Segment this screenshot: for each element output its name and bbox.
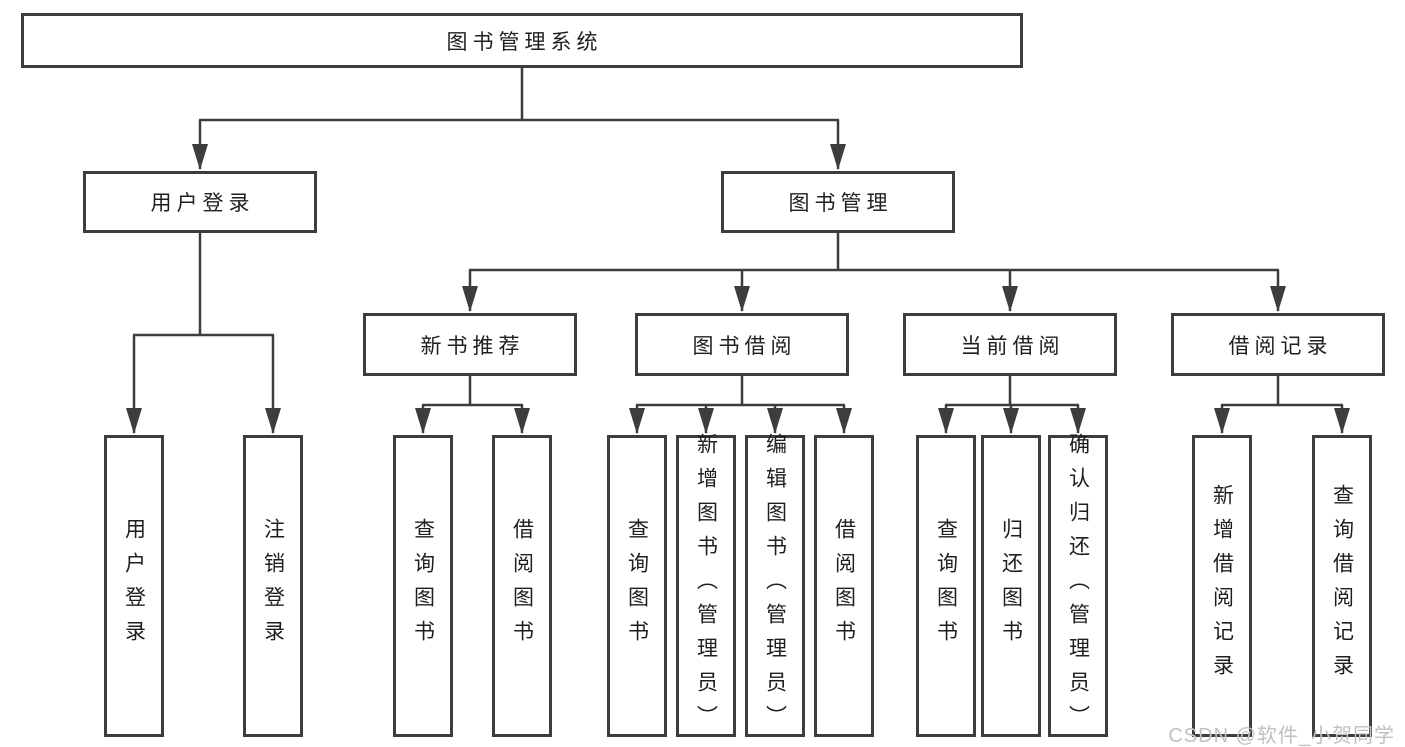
leaf-cb-confirm-return-admin: 确认归还（管理员） [1048, 433, 1108, 739]
leaf-logout: 注销登录 [243, 435, 303, 737]
leaf-nb-query-books: 查询图书 [393, 435, 453, 737]
node-user-login: 用户登录 [83, 171, 317, 233]
leaf-bb-add-books-admin: 新增图书（管理员） [676, 433, 736, 739]
leaf-nb-borrow-books: 借阅图书 [492, 435, 552, 737]
leaf-cb-query-books: 查询图书 [916, 435, 976, 737]
leaf-cb-return-books: 归还图书 [981, 435, 1041, 737]
leaf-bb-query-books: 查询图书 [607, 435, 667, 737]
leaf-br-query-record: 查询借阅记录 [1312, 435, 1372, 737]
connector-borrowing-records-split [1221, 376, 1343, 407]
connector-book-management-split [469, 233, 1279, 272]
node-book-borrowing: 图书借阅 [635, 313, 849, 376]
connector-new-book-recommend-split [422, 376, 523, 407]
watermark: CSDN @软件_小贺同学 [1168, 725, 1395, 747]
connector-root-to-level1 [199, 68, 839, 122]
leaf-br-add-record: 新增借阅记录 [1192, 435, 1252, 737]
leaf-bb-borrow-books: 借阅图书 [814, 435, 874, 737]
node-book-management: 图书管理 [721, 171, 955, 233]
leaf-bb-edit-books-admin: 编辑图书（管理员） [745, 433, 805, 739]
node-library-management-system: 图书管理系统 [21, 13, 1023, 68]
node-new-book-recommend: 新书推荐 [363, 313, 577, 376]
leaf-user-login: 用户登录 [104, 435, 164, 737]
connector-user-login-split [133, 233, 274, 337]
node-current-borrowing: 当前借阅 [903, 313, 1117, 376]
connector-current-borrowing-split [945, 376, 1079, 407]
connector-book-borrowing-split [636, 376, 845, 407]
node-borrowing-records: 借阅记录 [1171, 313, 1385, 376]
